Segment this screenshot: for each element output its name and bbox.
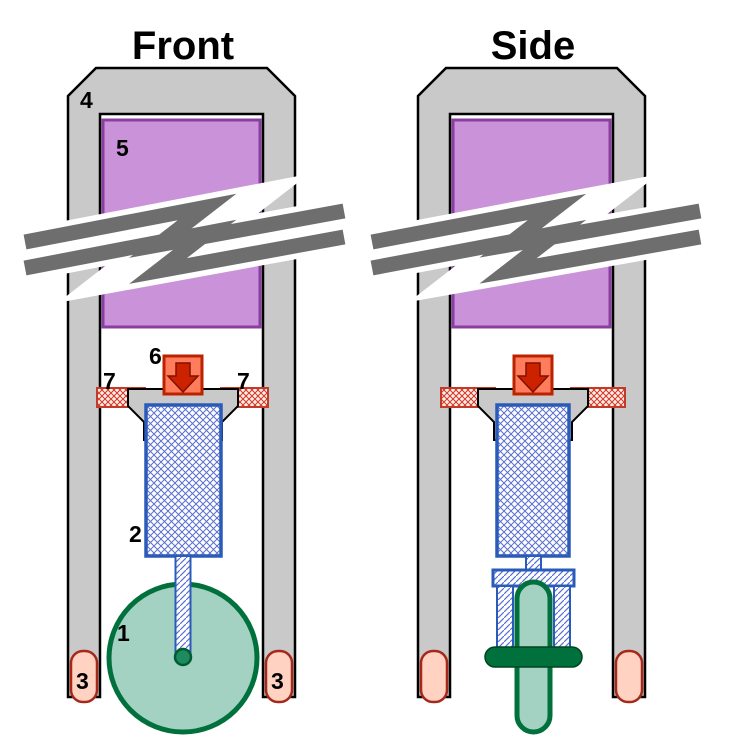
label-wheel: 1 xyxy=(117,620,130,646)
front-break-band xyxy=(20,173,349,303)
side-view-title: Side xyxy=(491,24,575,68)
label-foot-right: 3 xyxy=(271,668,284,694)
front-ram xyxy=(144,403,223,558)
label-cushion-right: 7 xyxy=(237,368,250,394)
front-break-band-bottom-stripe xyxy=(23,219,346,284)
front-view-title: Front xyxy=(132,24,234,68)
front-wheel-hub xyxy=(173,647,193,667)
label-force: 6 xyxy=(149,343,162,369)
label-cushion-left: 7 xyxy=(103,368,116,394)
label-weight: 5 xyxy=(116,135,129,161)
side-frame xyxy=(416,66,647,699)
label-foot-left: 3 xyxy=(76,668,89,694)
side-foot-left xyxy=(419,649,449,704)
side-view: Side xyxy=(367,24,705,735)
side-yoke-right xyxy=(553,585,571,651)
side-break-band-top-stripe xyxy=(370,193,702,258)
side-axle xyxy=(484,646,583,668)
label-ram: 2 xyxy=(129,521,142,547)
front-break-band-top-stripe xyxy=(23,193,346,258)
front-foot-left xyxy=(69,649,99,704)
side-foot-right xyxy=(614,649,644,704)
front-shaft xyxy=(174,555,192,661)
side-yoke-left xyxy=(496,585,514,651)
side-down-arrow-icon xyxy=(516,362,550,394)
label-frame: 4 xyxy=(80,87,93,113)
front-view: Front 4 5 6 7 7 2 1 3 3 xyxy=(20,24,349,735)
front-down-arrow-icon xyxy=(166,362,200,394)
side-ram xyxy=(495,403,571,558)
front-foot-right xyxy=(264,649,294,704)
front-frame xyxy=(66,66,297,699)
side-break-band-bottom-stripe xyxy=(370,219,702,284)
side-break-band xyxy=(367,174,705,302)
